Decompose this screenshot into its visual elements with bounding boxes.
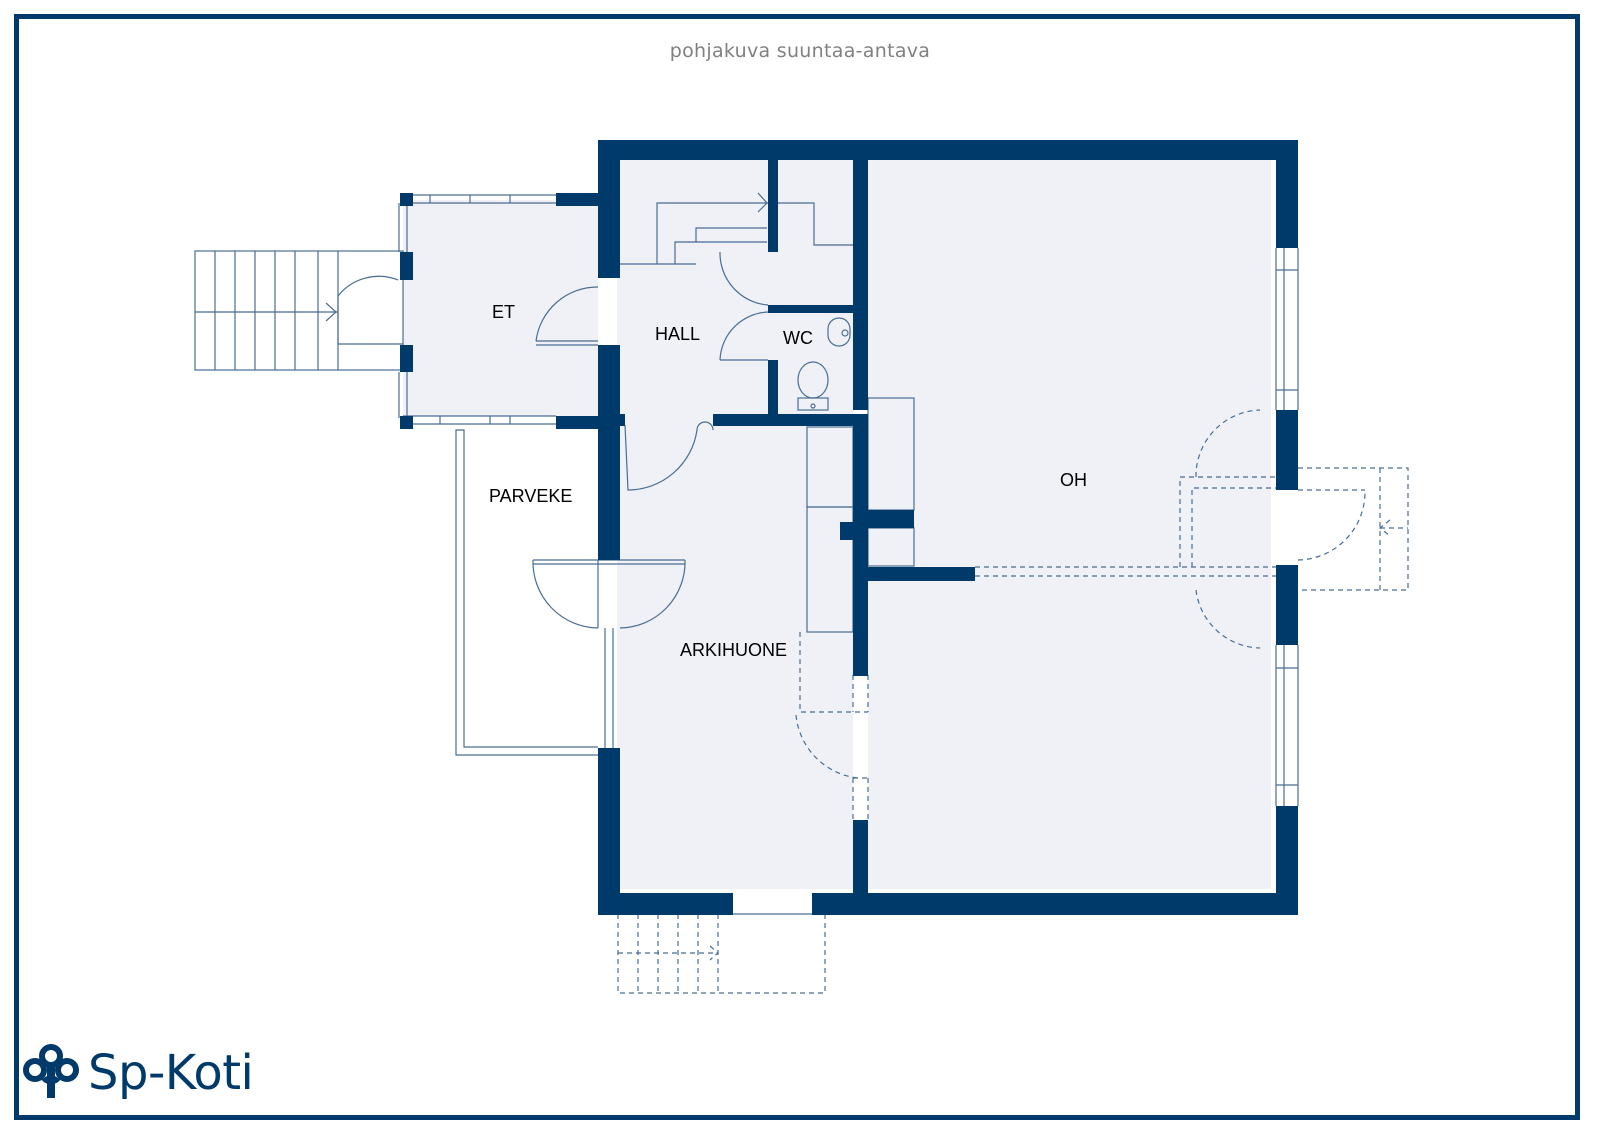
page-frame bbox=[14, 14, 1580, 1120]
floor-hall bbox=[617, 160, 853, 422]
wall-ark-oh bbox=[853, 426, 868, 676]
walls bbox=[400, 140, 1298, 915]
et-wall-top bbox=[556, 193, 598, 206]
wall-closet bbox=[768, 160, 778, 252]
outer-wall-top bbox=[598, 140, 1298, 160]
outer-wall-bottom-left bbox=[598, 893, 733, 915]
wall-hall-oh bbox=[853, 160, 868, 410]
plan-subtitle: pohjakuva suuntaa-antava bbox=[669, 40, 931, 62]
outer-wall-bottom-right bbox=[812, 893, 1298, 915]
wall-wc-top bbox=[768, 305, 853, 313]
outer-wall-right-mid1 bbox=[1276, 410, 1298, 490]
sink bbox=[827, 317, 851, 347]
toilet-bowl bbox=[797, 361, 829, 399]
oak-tree-logo-icon bbox=[23, 1044, 79, 1098]
outer-wall-right-mid2 bbox=[1276, 565, 1298, 645]
planned-lines bbox=[617, 409, 1409, 994]
room-label-oh: OH bbox=[1060, 470, 1087, 490]
floor-oh bbox=[868, 160, 1271, 889]
wall-hall-ark bbox=[713, 414, 868, 426]
room-label-hall: HALL bbox=[655, 324, 700, 344]
floor-areas bbox=[403, 160, 1271, 889]
wall-wc-left bbox=[768, 360, 778, 422]
room-label-arkihuone: ARKIHUONE bbox=[680, 640, 787, 660]
outer-wall-left-upper bbox=[598, 140, 620, 278]
wall-oh-divider bbox=[868, 567, 975, 581]
room-label-et: ET bbox=[492, 302, 515, 322]
floor-et bbox=[403, 200, 598, 416]
outer-wall-right-top bbox=[1276, 140, 1298, 248]
et-wall-bottom bbox=[556, 416, 598, 429]
outer-wall-right-bottom bbox=[1276, 806, 1298, 915]
brand-logo: Sp-Koti bbox=[20, 1038, 254, 1108]
outer-wall-left-mid bbox=[598, 345, 620, 560]
entrance-stairs bbox=[194, 250, 404, 371]
floor-arkihuone bbox=[617, 422, 853, 889]
room-label-wc: WC bbox=[783, 328, 813, 348]
brand-name: Sp-Koti bbox=[88, 1045, 254, 1101]
outer-wall-left-lower bbox=[598, 748, 620, 915]
room-label-parveke: PARVEKE bbox=[489, 486, 572, 506]
